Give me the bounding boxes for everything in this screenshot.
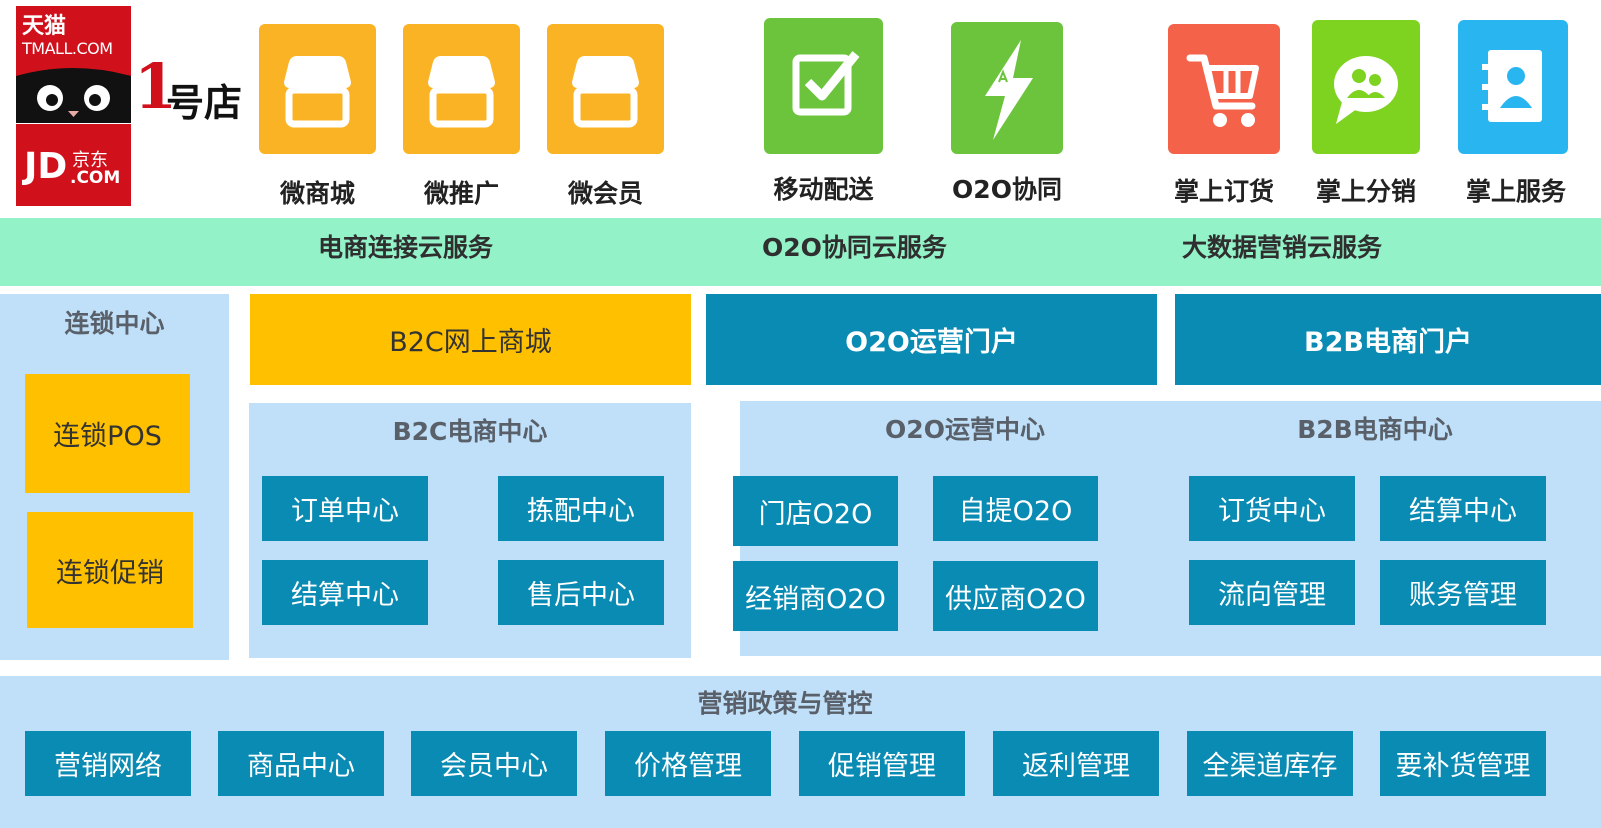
checkbox-icon <box>792 51 860 116</box>
marketing-network[interactable]: 营销网络 <box>25 731 191 796</box>
tile-label-o2o-collab: O2O协同 <box>952 175 1062 204</box>
tile-label-wei-mall: 微商城 <box>279 179 355 208</box>
tmall-logo-cn: 天猫 <box>22 14 67 39</box>
store-icon <box>284 56 351 128</box>
marketing-title: 营销政策与管控 <box>697 689 873 718</box>
store-icon <box>572 56 639 128</box>
marketing-product-center[interactable]: 商品中心 <box>218 731 384 796</box>
cloud-service-ecommerce: 电商连接云服务 <box>318 233 494 262</box>
portal-o2o[interactable]: O2O运营门户 <box>706 294 1157 385</box>
chain-center-title: 连锁中心 <box>64 309 165 338</box>
tile-wei-member[interactable] <box>547 24 664 154</box>
yhd-logo-digit: 1 <box>134 50 178 123</box>
jd-logo-com: .COM <box>70 168 121 188</box>
tile-wei-promote[interactable] <box>403 24 520 154</box>
b2c-settlement-center[interactable]: 结算中心 <box>262 560 428 625</box>
cloud-services-strip <box>0 218 1601 286</box>
jd-logo: JD 京东 .COM <box>16 124 131 206</box>
portal-b2b[interactable]: B2B电商门户 <box>1175 294 1601 385</box>
b2b-flow-management[interactable]: 流向管理 <box>1189 560 1355 625</box>
b2b-account-management[interactable]: 账务管理 <box>1380 560 1546 625</box>
o2o-store[interactable]: 门店O2O <box>733 476 898 546</box>
tile-label-wei-member: 微会员 <box>567 179 643 208</box>
lightning-icon <box>985 40 1033 140</box>
b2c-picking-center[interactable]: 拣配中心 <box>498 476 664 541</box>
tile-mobile-service[interactable] <box>1458 20 1568 154</box>
tile-mobile-ordering[interactable] <box>1168 24 1280 154</box>
o2o-supplier[interactable]: 供应商O2O <box>933 561 1098 631</box>
cart-icon <box>1186 54 1259 127</box>
cloud-service-bigdata: 大数据营销云服务 <box>1182 233 1383 262</box>
jd-logo-letters: JD <box>24 146 68 187</box>
tmall-logo-en: TMALL.COM <box>22 39 113 58</box>
tile-label-mobile-ordering: 掌上订货 <box>1173 177 1274 206</box>
marketing-replenishment-management[interactable]: 要补货管理 <box>1380 731 1546 796</box>
marketing-rebate-management[interactable]: 返利管理 <box>993 731 1159 796</box>
chat-users-icon <box>1334 56 1398 124</box>
b2c-center-title: B2C电商中心 <box>392 417 548 446</box>
b2c-order-center[interactable]: 订单中心 <box>262 476 428 541</box>
marketing-member-center[interactable]: 会员中心 <box>411 731 577 796</box>
marketing-omnichannel-inventory[interactable]: 全渠道库存 <box>1187 731 1353 796</box>
contact-book-icon <box>1482 50 1542 122</box>
b2b-settlement-center[interactable]: 结算中心 <box>1380 476 1546 541</box>
tile-wei-mall[interactable] <box>259 24 376 154</box>
b2b-center-title: B2B电商中心 <box>1297 415 1453 444</box>
cat-face-icon <box>16 68 131 123</box>
yhd-logo-text: 号店 <box>166 81 243 125</box>
tile-label-wei-promote: 微推广 <box>423 179 499 208</box>
yhd-logo: 1 号店 <box>132 50 242 150</box>
store-icon <box>428 56 495 128</box>
tile-label-mobile-delivery: 移动配送 <box>773 175 874 204</box>
chain-pos-box[interactable]: 连锁POS <box>25 374 190 493</box>
tile-mobile-distribution[interactable] <box>1312 20 1420 154</box>
tile-label-mobile-service: 掌上服务 <box>1465 177 1566 206</box>
portal-b2c-mall[interactable]: B2C网上商城 <box>250 294 691 385</box>
tile-mobile-delivery[interactable] <box>764 18 883 154</box>
tile-o2o-collab[interactable] <box>951 22 1063 154</box>
cloud-service-o2o: O2O协同云服务 <box>762 233 947 262</box>
b2b-ordering-center[interactable]: 订货中心 <box>1189 476 1355 541</box>
tmall-logo: 天猫 TMALL.COM <box>16 6 131 123</box>
o2o-center-title: O2O运营中心 <box>885 415 1045 444</box>
tile-label-mobile-distribution: 掌上分销 <box>1315 177 1416 206</box>
o2o-distributor[interactable]: 经销商O2O <box>733 561 898 631</box>
marketing-price-management[interactable]: 价格管理 <box>605 731 771 796</box>
jd-logo-cn: 京东 <box>72 150 108 171</box>
chain-promotion-box[interactable]: 连锁促销 <box>27 512 193 628</box>
marketing-promotion-management[interactable]: 促销管理 <box>799 731 965 796</box>
b2c-aftersales-center[interactable]: 售后中心 <box>498 560 664 625</box>
o2o-self-pickup[interactable]: 自提O2O <box>933 476 1098 541</box>
